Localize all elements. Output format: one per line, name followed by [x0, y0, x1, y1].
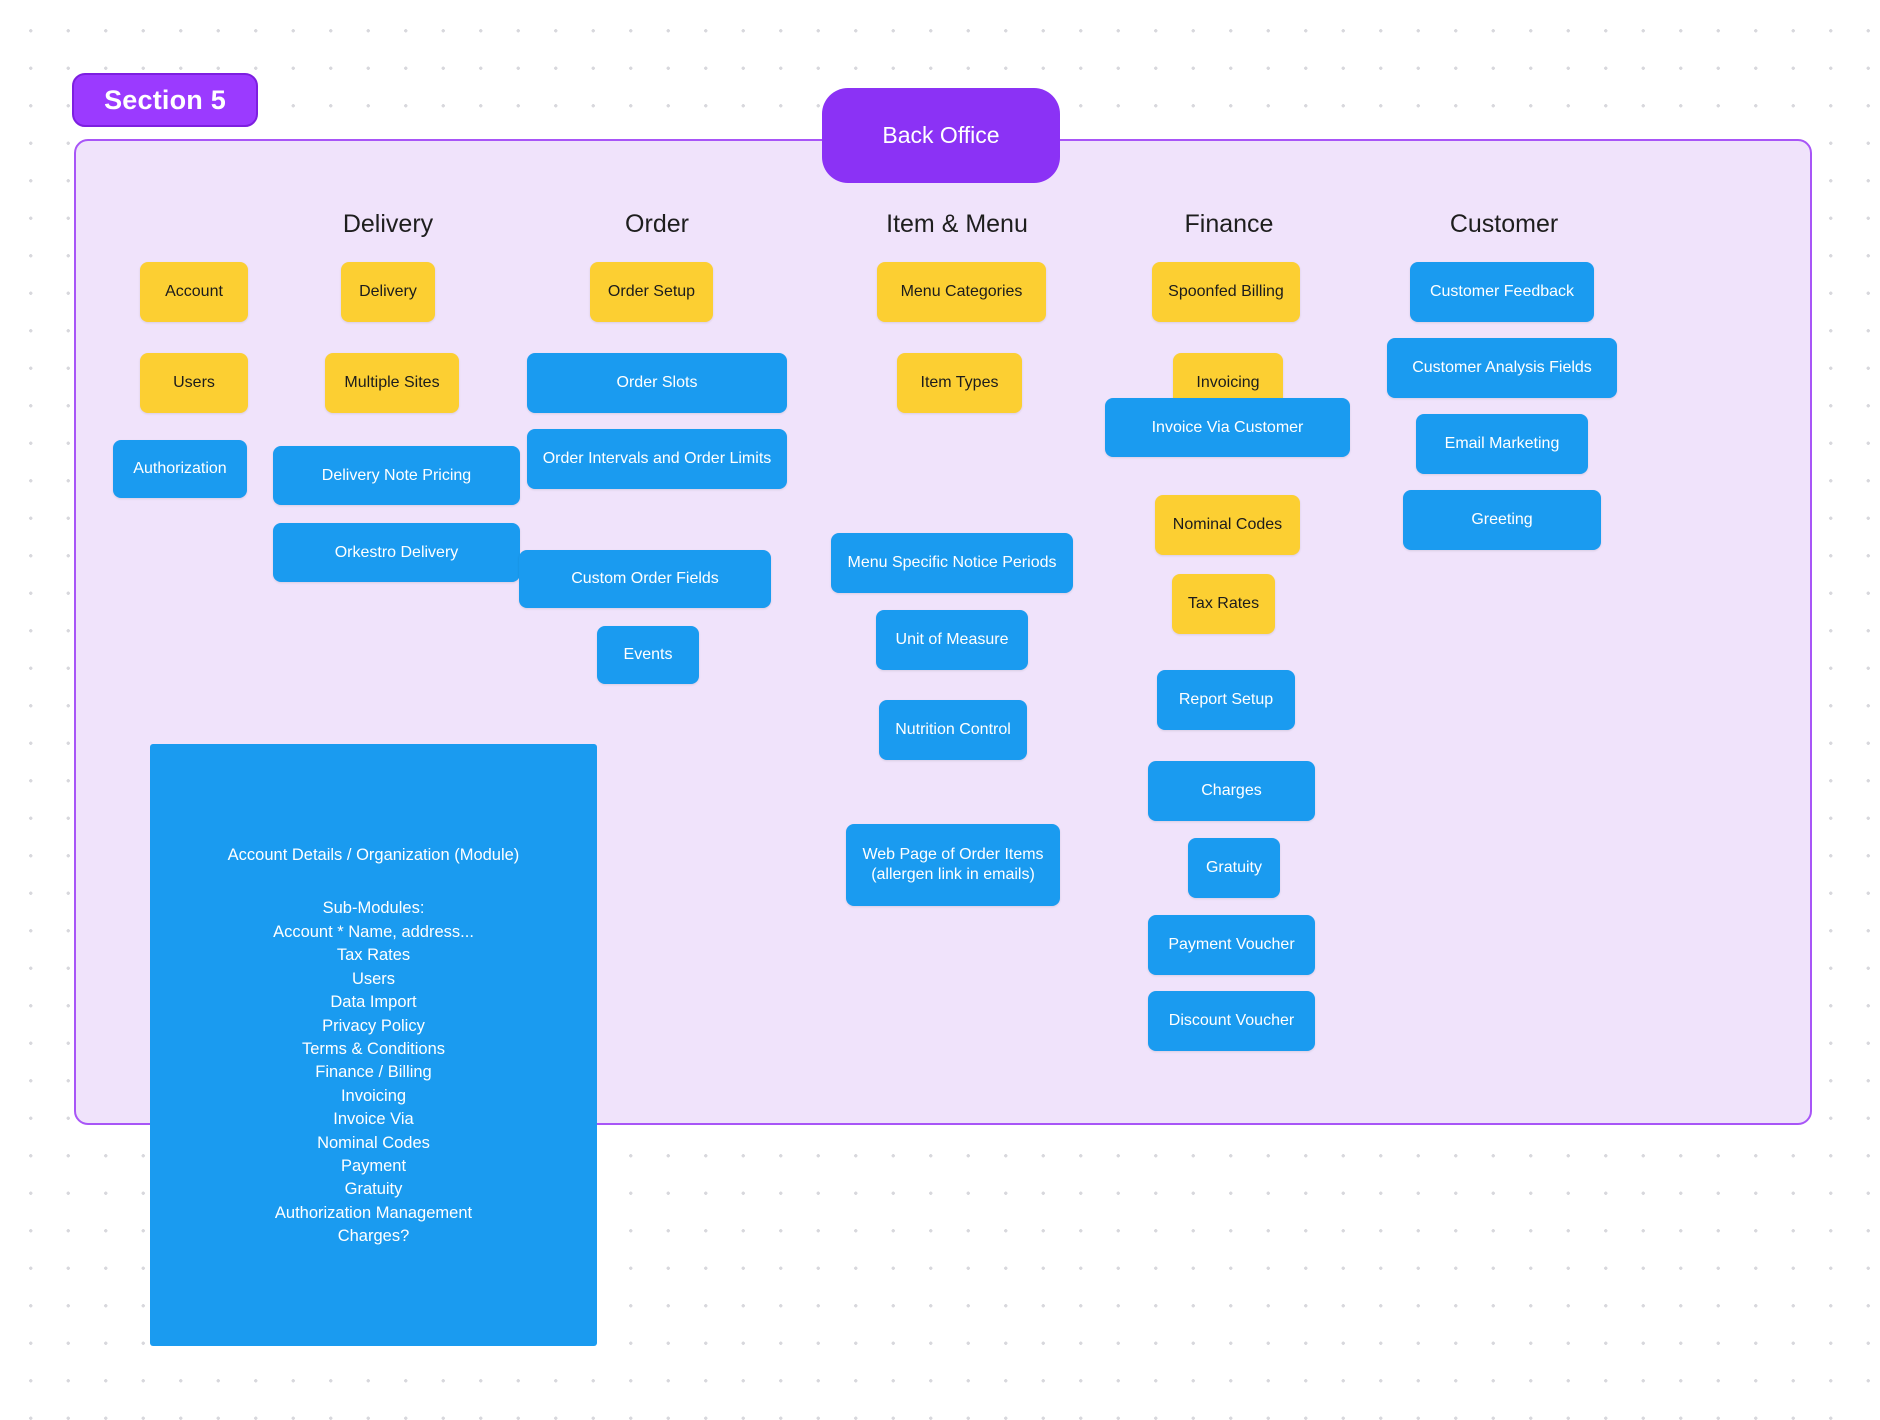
- node-spoonfed-billing[interactable]: Spoonfed Billing: [1152, 262, 1300, 322]
- node-menu-categories[interactable]: Menu Categories: [877, 262, 1046, 322]
- node-delivery-note-pricing[interactable]: Delivery Note Pricing: [273, 446, 520, 505]
- node-account[interactable]: Account: [140, 262, 248, 322]
- module-note-line: Tax Rates: [336, 946, 411, 965]
- column-heading-order: Order: [625, 210, 689, 238]
- column-heading-item-menu: Item & Menu: [886, 210, 1028, 238]
- node-menu-specific-notice-periods[interactable]: Menu Specific Notice Periods: [831, 533, 1073, 593]
- web-page-line-1: Web Page of Order Items: [862, 846, 1044, 863]
- module-note-line: Invoicing: [340, 1086, 407, 1105]
- node-delivery[interactable]: Delivery: [341, 262, 435, 322]
- node-gratuity[interactable]: Gratuity: [1188, 838, 1280, 898]
- node-orkestro-delivery[interactable]: Orkestro Delivery: [273, 523, 520, 582]
- node-tax-rates[interactable]: Tax Rates: [1172, 574, 1275, 634]
- node-order-setup[interactable]: Order Setup: [590, 262, 713, 322]
- module-note-line: Payment: [340, 1157, 407, 1176]
- module-note-line: Account * Name, address...: [273, 922, 474, 941]
- module-note-line: Terms & Conditions: [301, 1039, 446, 1058]
- back-office-root-node[interactable]: Back Office: [822, 88, 1060, 183]
- node-item-types[interactable]: Item Types: [897, 353, 1022, 413]
- node-unit-of-measure[interactable]: Unit of Measure: [876, 610, 1028, 670]
- module-note-line: Charges?: [337, 1227, 410, 1246]
- node-invoice-via-customer[interactable]: Invoice Via Customer: [1105, 398, 1350, 457]
- column-heading-delivery: Delivery: [342, 210, 434, 238]
- module-note-line: Sub-Modules:: [322, 899, 425, 918]
- node-users[interactable]: Users: [140, 353, 248, 413]
- module-note-line: Nominal Codes: [317, 1133, 430, 1152]
- module-note-title: Account Details / Organization (Module): [227, 846, 520, 864]
- column-heading-customer: Customer: [1449, 210, 1559, 238]
- node-events[interactable]: Events: [597, 626, 699, 684]
- node-greeting[interactable]: Greeting: [1403, 490, 1601, 550]
- module-note-line: Data Import: [330, 993, 417, 1012]
- node-customer-analysis-fields[interactable]: Customer Analysis Fields: [1387, 338, 1617, 398]
- section-badge[interactable]: Section 5: [72, 73, 258, 127]
- node-multiple-sites[interactable]: Multiple Sites: [325, 353, 459, 413]
- column-heading-finance: Finance: [1184, 210, 1274, 238]
- node-charges[interactable]: Charges: [1148, 761, 1315, 821]
- node-order-slots[interactable]: Order Slots: [527, 353, 787, 413]
- node-nutrition-control[interactable]: Nutrition Control: [879, 700, 1027, 760]
- node-discount-voucher[interactable]: Discount Voucher: [1148, 991, 1315, 1051]
- node-nominal-codes[interactable]: Nominal Codes: [1155, 495, 1300, 555]
- node-authorization[interactable]: Authorization: [113, 440, 247, 498]
- module-note-line: Privacy Policy: [322, 1016, 425, 1035]
- node-report-setup[interactable]: Report Setup: [1157, 670, 1295, 730]
- node-email-marketing[interactable]: Email Marketing: [1416, 414, 1588, 474]
- node-custom-order-fields[interactable]: Custom Order Fields: [519, 550, 771, 608]
- module-note-line: Authorization Management: [274, 1203, 473, 1222]
- node-customer-feedback[interactable]: Customer Feedback: [1410, 262, 1594, 322]
- module-note-line: Users: [351, 969, 396, 988]
- module-note-line: Invoice Via: [333, 1110, 414, 1129]
- account-details-module-note[interactable]: Account Details / Organization (Module) …: [150, 744, 597, 1346]
- node-order-intervals-and-order-limits[interactable]: Order Intervals and Order Limits: [527, 429, 787, 489]
- module-note-line: Gratuity: [344, 1180, 403, 1199]
- module-note-line: Finance / Billing: [315, 1063, 432, 1082]
- web-page-line-2: (allergen link in emails): [871, 866, 1035, 883]
- node-web-page-of-order-items[interactable]: Web Page of Order Items (allergen link i…: [846, 824, 1060, 906]
- node-payment-voucher[interactable]: Payment Voucher: [1148, 915, 1315, 975]
